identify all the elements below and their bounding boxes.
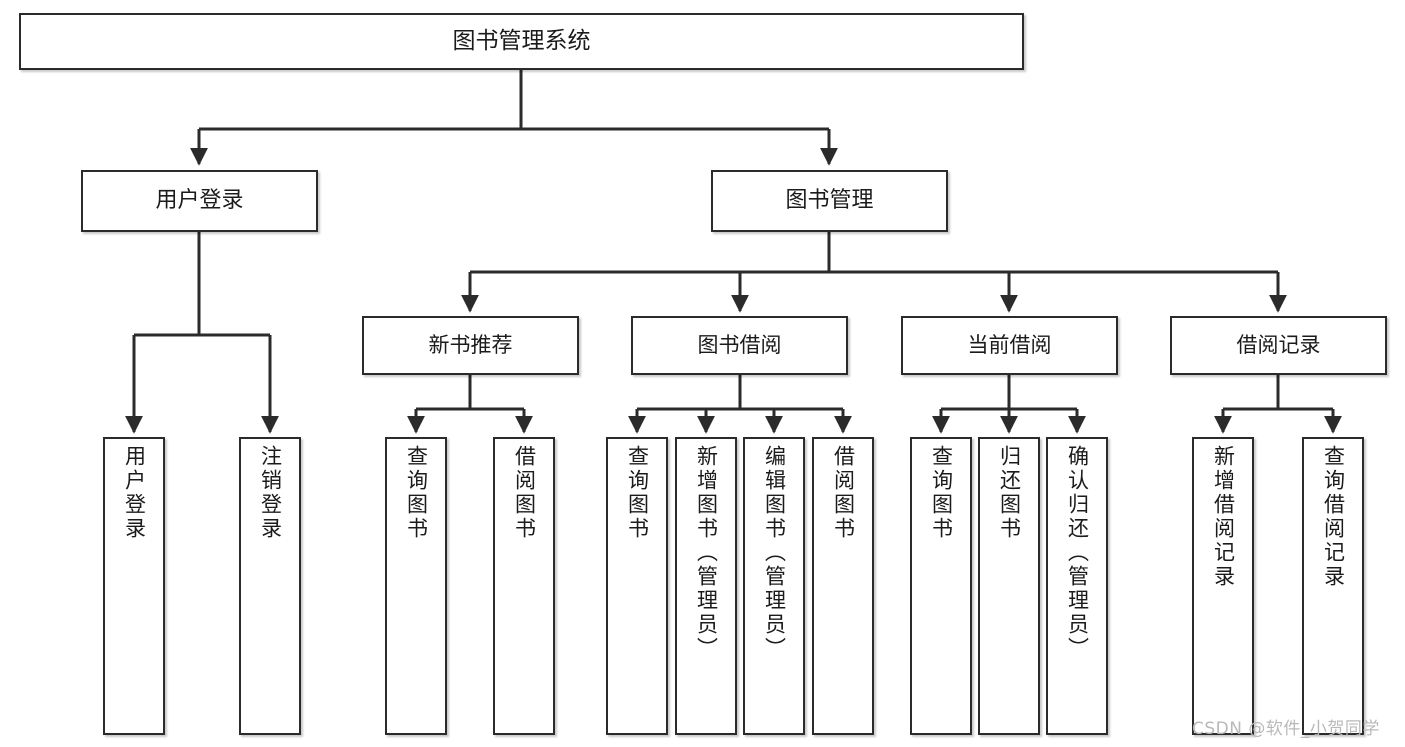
node-new-book-recommendation-label: 新书推荐 bbox=[428, 332, 513, 357]
leaf-return-book[interactable]: 归还图书 bbox=[978, 437, 1040, 735]
leaf-borrow-book-1-label: 借阅图书 bbox=[512, 445, 537, 541]
leaf-logout[interactable]: 注销登录 bbox=[239, 437, 301, 735]
node-borrow-records[interactable]: 借阅记录 bbox=[1170, 316, 1387, 375]
node-current-borrowing-label: 当前借阅 bbox=[967, 332, 1052, 357]
leaf-add-book-admin-label: 新增图书（管理员） bbox=[694, 445, 719, 661]
leaf-query-book-3[interactable]: 查询图书 bbox=[910, 437, 972, 735]
leaf-query-borrow-record[interactable]: 查询借阅记录 bbox=[1302, 437, 1364, 735]
leaf-query-book-3-label: 查询图书 bbox=[929, 445, 954, 541]
leaf-query-book-2-label: 查询图书 bbox=[625, 445, 650, 541]
node-user-login[interactable]: 用户登录 bbox=[81, 170, 318, 232]
leaf-confirm-return-admin[interactable]: 确认归还（管理员） bbox=[1046, 437, 1108, 735]
leaf-user-login-label: 用户登录 bbox=[122, 445, 147, 541]
leaf-return-book-label: 归还图书 bbox=[997, 445, 1022, 541]
node-borrow-records-label: 借阅记录 bbox=[1236, 332, 1321, 357]
leaf-borrow-book-1[interactable]: 借阅图书 bbox=[493, 437, 555, 735]
leaf-user-login[interactable]: 用户登录 bbox=[103, 437, 165, 735]
csdn-watermark: CSDN @软件_小贺同学 bbox=[1192, 719, 1380, 739]
leaf-confirm-return-admin-label: 确认归还（管理员） bbox=[1065, 445, 1090, 661]
leaf-add-borrow-record-label: 新增借阅记录 bbox=[1211, 445, 1236, 589]
leaf-edit-book-admin[interactable]: 编辑图书（管理员） bbox=[743, 437, 805, 735]
node-new-book-recommendation[interactable]: 新书推荐 bbox=[362, 316, 579, 375]
leaf-query-book-2[interactable]: 查询图书 bbox=[606, 437, 668, 735]
node-user-login-label: 用户登录 bbox=[155, 187, 244, 213]
leaf-add-book-admin[interactable]: 新增图书（管理员） bbox=[675, 437, 737, 735]
node-book-borrowing[interactable]: 图书借阅 bbox=[631, 316, 848, 375]
node-book-management[interactable]: 图书管理 bbox=[711, 170, 948, 232]
leaf-logout-label: 注销登录 bbox=[258, 445, 283, 541]
leaf-query-book-1-label: 查询图书 bbox=[404, 445, 429, 541]
node-root-library-management-system[interactable]: 图书管理系统 bbox=[19, 13, 1024, 70]
node-book-management-label: 图书管理 bbox=[785, 187, 874, 213]
leaf-add-borrow-record[interactable]: 新增借阅记录 bbox=[1192, 437, 1254, 735]
leaf-borrow-book-2-label: 借阅图书 bbox=[831, 445, 856, 541]
leaf-borrow-book-2[interactable]: 借阅图书 bbox=[812, 437, 874, 735]
node-book-borrowing-label: 图书借阅 bbox=[697, 332, 782, 357]
leaf-edit-book-admin-label: 编辑图书（管理员） bbox=[762, 445, 787, 661]
leaf-query-book-1[interactable]: 查询图书 bbox=[385, 437, 447, 735]
node-current-borrowing[interactable]: 当前借阅 bbox=[901, 316, 1118, 375]
node-root-label: 图书管理系统 bbox=[452, 27, 591, 54]
leaf-query-borrow-record-label: 查询借阅记录 bbox=[1321, 445, 1346, 589]
